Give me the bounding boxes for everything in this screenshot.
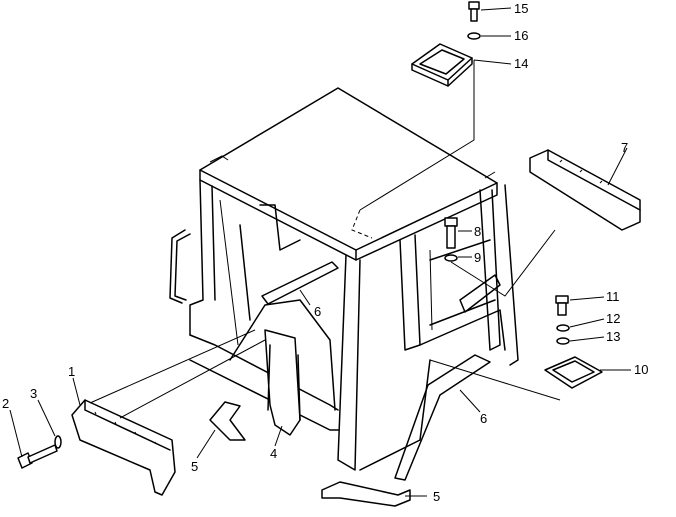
callout-3: 3	[30, 386, 37, 401]
part-1-side-panel	[71, 399, 176, 496]
callout-1: 1	[68, 364, 75, 379]
part-5a-bracket	[209, 401, 246, 441]
callout-10: 10	[634, 362, 648, 377]
callout-13: 13	[606, 329, 620, 344]
callout-15: 15	[514, 1, 528, 16]
callout-5a: 5	[191, 459, 198, 474]
leader-lines	[9, 7, 631, 497]
callout-8: 8	[474, 224, 481, 239]
part-11-bolt	[555, 295, 569, 316]
callout-9: 9	[474, 250, 481, 265]
callout-6b: 6	[480, 411, 487, 426]
callout-6a: 6	[314, 304, 321, 319]
part-4-trim-panel	[264, 329, 301, 436]
part-14-roof-bracket	[411, 43, 473, 87]
callout-7: 7	[621, 140, 628, 155]
callout-12: 12	[606, 311, 620, 326]
part-2-bolt	[17, 444, 58, 469]
part-3-washer	[54, 435, 62, 449]
callout-16: 16	[514, 28, 528, 43]
part-7-rail	[529, 149, 641, 231]
callout-5b: 5	[433, 489, 440, 504]
part-6-brace-upper	[261, 261, 339, 305]
callout-11: 11	[606, 289, 620, 304]
part-8-bolt	[444, 217, 458, 249]
part-12-washer	[556, 324, 570, 332]
cab-frame	[169, 87, 519, 471]
part-6-brace-front	[394, 354, 491, 481]
align-line-10	[429, 359, 561, 401]
callout-2: 2	[2, 396, 9, 411]
align-dash-14	[351, 209, 373, 239]
callout-4: 4	[270, 446, 277, 461]
part-16-washer	[467, 32, 481, 40]
part-13-washer	[556, 337, 570, 345]
callout-14: 14	[514, 56, 528, 71]
part-5b-bracket	[321, 481, 411, 507]
align-line-14	[359, 60, 475, 211]
align-line-1b	[119, 339, 266, 419]
part-15-bolt	[468, 1, 480, 22]
part-10-plate	[544, 356, 603, 389]
part-9-washer	[444, 254, 458, 262]
align-line-7	[450, 229, 556, 297]
align-line-1	[89, 329, 256, 404]
